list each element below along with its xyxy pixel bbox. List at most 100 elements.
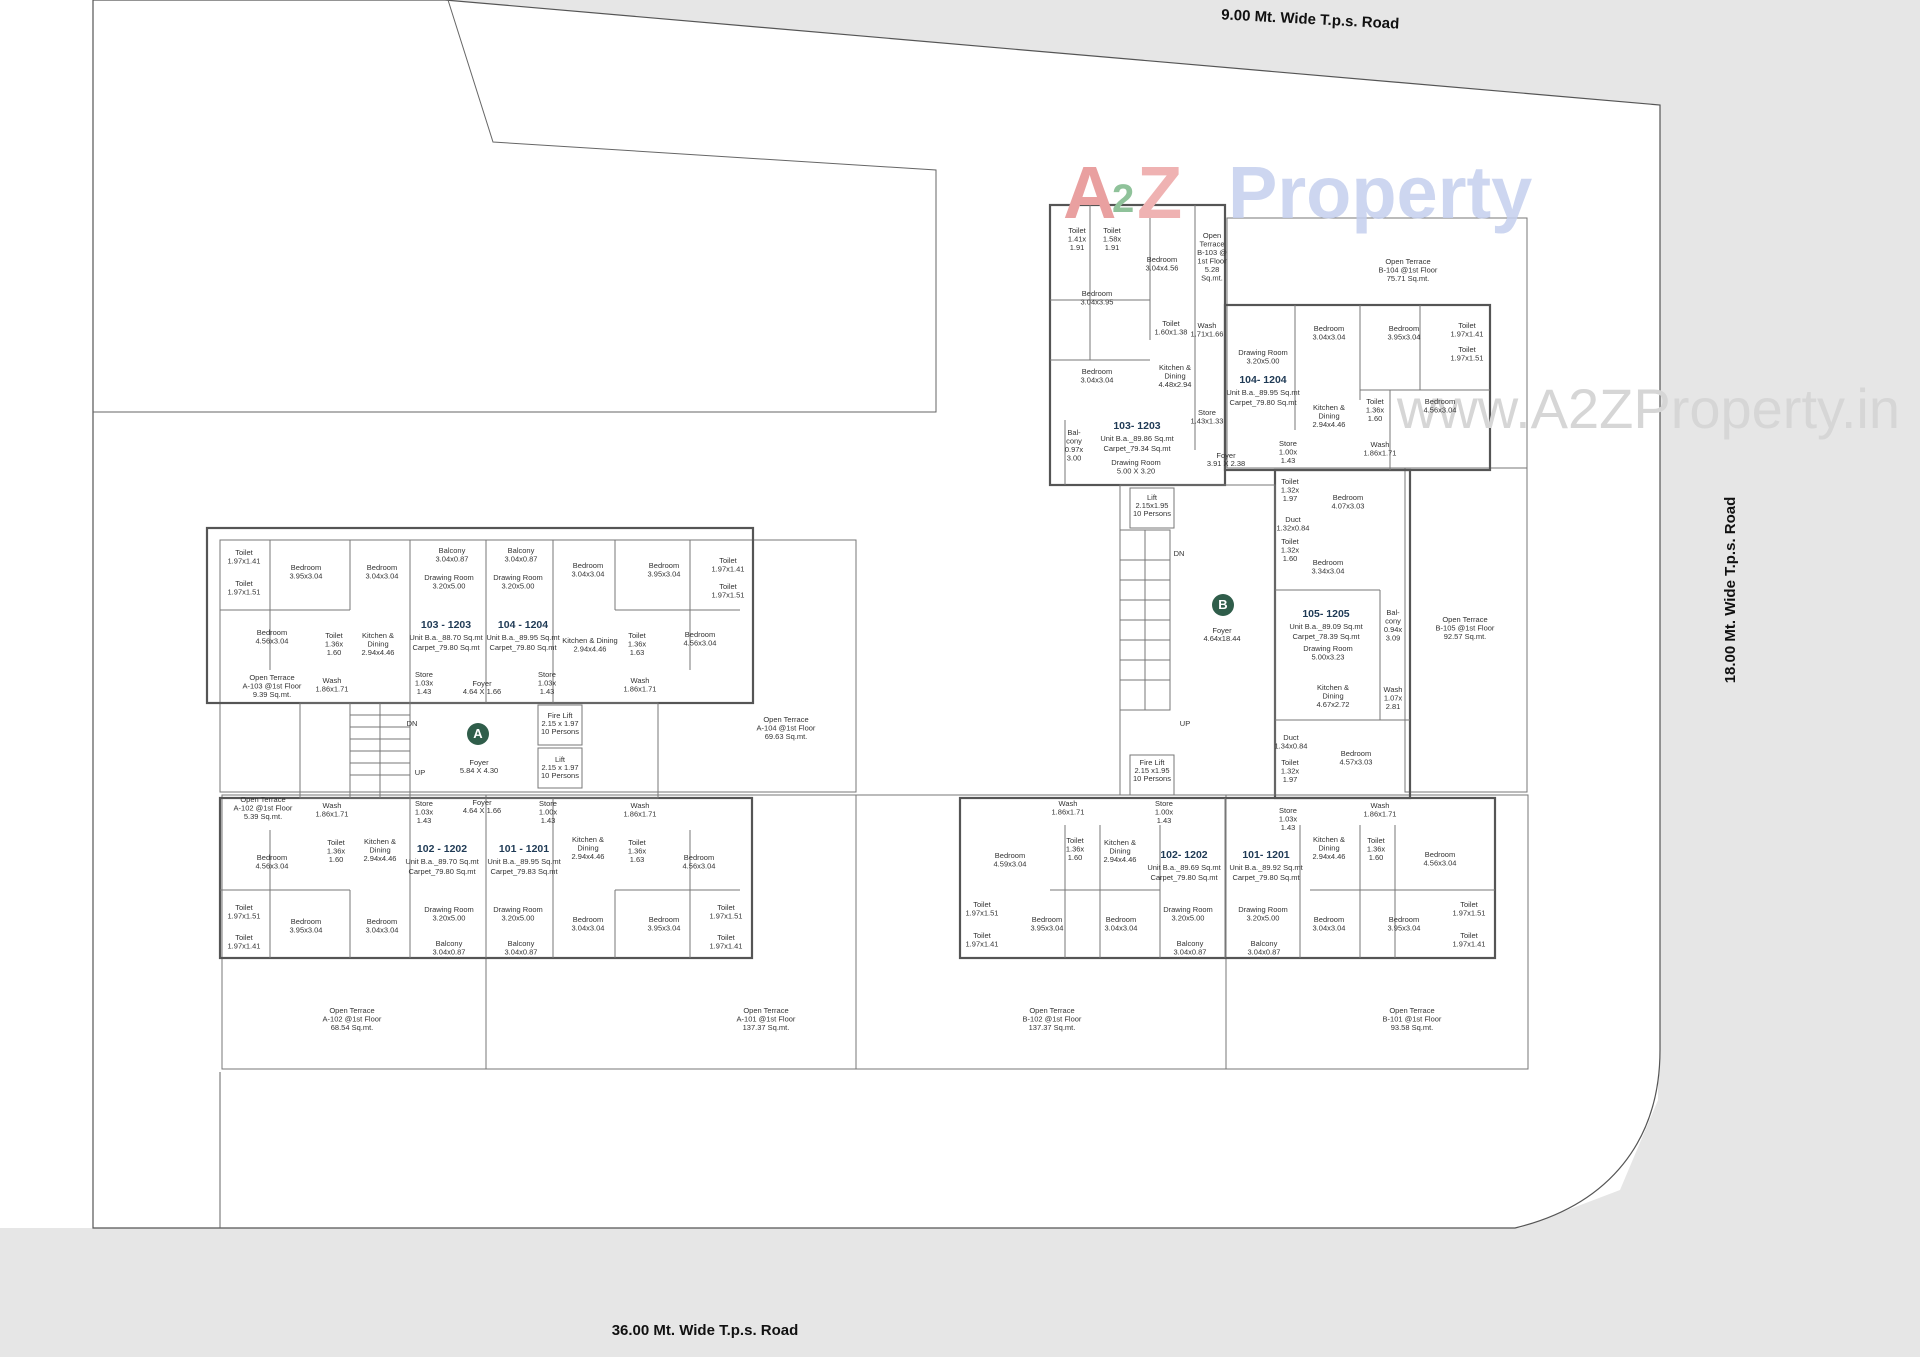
fire-lift-a-dim: 2.15 x 1.97: [541, 719, 578, 728]
terrace-b105-name: Open Terrace: [1442, 615, 1487, 624]
unit-a-102-1202-title: 102 - 1202: [417, 843, 467, 855]
terrace-b103-l2: B-103 @: [1197, 248, 1227, 257]
room-b-tl_j-line3: 1.60: [1068, 853, 1083, 862]
unit-a-101-1201-title: 101 - 1201: [499, 843, 549, 855]
room-b-tl_j-line2: 1.36x: [1066, 845, 1085, 854]
fire-lift-a-label: Fire Lift: [547, 711, 573, 720]
room-a-st2-line1: Store: [538, 670, 556, 679]
room-a-dr1-line2: 3.20x5.00: [433, 582, 466, 591]
room-b-dr_b-line2: 3.20x5.00: [1247, 357, 1280, 366]
unit-b-105-1205-title: 105- 1205: [1302, 608, 1349, 620]
room-b-tl_d-line1: Toilet: [1458, 321, 1476, 330]
terrace-a101-l2: 137.37 Sq.mt.: [743, 1023, 790, 1032]
terrace-b104-name: Open Terrace: [1385, 257, 1430, 266]
terrace-a102-name: Open Terrace: [240, 795, 285, 804]
room-a-tl6-line3: 1.63: [630, 648, 645, 657]
unit-b-104-1204-carpet: Carpet_79.80 Sq.mt: [1229, 398, 1297, 407]
terrace-b101-l1: B-101 @1st Floor: [1383, 1015, 1442, 1024]
room-b-tl_h-line1: Toilet: [1281, 537, 1299, 546]
room-b-bed_j-line2: 4.59x3.04: [994, 860, 1027, 869]
stair-a-treads: [350, 703, 410, 798]
room-a-st1-line2: 1.03x: [415, 679, 434, 688]
room-b-bal_c-line1: Balcony: [1177, 939, 1204, 948]
room-a-bed7-line2: 4.56x3.04: [256, 862, 289, 871]
fire-lift-b: [1129, 754, 1175, 796]
lift-b-dim: 2.15x1.95: [1136, 501, 1169, 510]
room-b-tl_i-line2: 1.32x: [1281, 767, 1300, 776]
terrace-a104-name: Open Terrace: [763, 715, 808, 724]
unit-a-102-1202-carpet: Carpet_79.80 Sq.mt: [408, 867, 476, 876]
room-a-bal4-line2: 3.04x0.87: [505, 948, 538, 957]
terrace-b102-l2: 137.37 Sq.mt.: [1029, 1023, 1076, 1032]
room-a-tl3-line3: 1.60: [327, 648, 342, 657]
room-b-tl_i-line3: 1.97: [1283, 775, 1298, 784]
room-b-bed_c-line1: Bedroom: [1082, 367, 1112, 376]
room-b-bal_b-line1: Bal-: [1386, 608, 1400, 617]
room-a-bed5-line2: 3.95x3.04: [648, 570, 681, 579]
room-b-bal_b-line3: 0.94x: [1384, 625, 1403, 634]
room-b-bed_h-line2: 3.34x3.04: [1312, 567, 1345, 576]
room-b-tl_f-line2: 1.36x: [1366, 406, 1385, 415]
unit-a-101-1201-carpet: Carpet_79.83 Sq.mt: [490, 867, 558, 876]
room-b-dct_b-line1: Duct: [1283, 733, 1299, 742]
room-b-tl_o-line1: Toilet: [1460, 931, 1478, 940]
room-a-st4-line1: Store: [539, 799, 557, 808]
room-a-bal2-line1: Balcony: [508, 546, 535, 555]
room-b-wa_e-line1: Wash: [1371, 801, 1390, 810]
room-b-wa_a-line1: Wash: [1198, 321, 1217, 330]
room-b-kd_e-line1: Kitchen &: [1313, 835, 1345, 844]
lift-a: [537, 747, 583, 789]
room-a-kd1-line2: Dining: [367, 640, 388, 649]
room-a-dr2-line2: 3.20x5.00: [502, 582, 535, 591]
terrace-b102-l1: B-102 @1st Floor: [1023, 1015, 1082, 1024]
terrace-a104-area: [219, 539, 857, 793]
room-a-bed10-line1: Bedroom: [573, 915, 603, 924]
room-a-tl1-line2: 1.97x1.41: [228, 557, 261, 566]
lift-b: [1129, 487, 1175, 529]
room-a-bed6-line2: 4.56x3.04: [684, 639, 717, 648]
foyer-a-1: Foyer: [472, 679, 492, 688]
lift-b-label: Lift: [1147, 493, 1158, 502]
room-b-wa_d-line2: 1.86x1.71: [1052, 808, 1085, 817]
terrace-a103-l2: 9.39 Sq.mt.: [253, 690, 291, 699]
room-a-bed2-line1: Bedroom: [367, 563, 397, 572]
unit-a-103-1203-title: 103 - 1203: [421, 619, 471, 631]
room-a-dr2-line1: Drawing Room: [493, 573, 543, 582]
room-b-kd_a-line1: Kitchen &: [1159, 363, 1191, 372]
room-a-st4-line3: 1.43: [541, 816, 556, 825]
room-b-dr_a-line1: Drawing Room: [1111, 458, 1161, 467]
fire-lift-b-dim: 2.15 x1.95: [1134, 766, 1169, 775]
room-b-wa_b-line2: 1.86x1.71: [1364, 449, 1397, 458]
room-b-kd_a-line2: Dining: [1164, 372, 1185, 381]
room-a-kd1-line3: 2.94x4.46: [362, 648, 395, 657]
room-b-tl_e-line1: Toilet: [1458, 345, 1476, 354]
room-b-tl_e-line2: 1.97x1.51: [1451, 354, 1484, 363]
room-b-tl_k-line3: 1.60: [1369, 853, 1384, 862]
room-a-st3-line2: 1.03x: [415, 808, 434, 817]
room-a-bal3-line1: Balcony: [436, 939, 463, 948]
room-a-kd3-line1: Kitchen &: [364, 837, 396, 846]
unit-b-102-1202-carpet: Carpet_79.80 Sq.mt: [1150, 873, 1218, 882]
room-b-wa_a-line2: 1.71x1.66: [1191, 330, 1224, 339]
room-b-dr_e-line2: 3.20x5.00: [1247, 914, 1280, 923]
room-b-kd_c-line1: Kitchen &: [1317, 683, 1349, 692]
terrace-b103-l3: 1st Floor: [1197, 257, 1227, 266]
unit-a-102-1202-built-area: Unit B.a._89.70 Sq.mt: [405, 857, 479, 866]
room-b-dr_d-line1: Drawing Room: [1163, 905, 1213, 914]
unit-b-105-1205-carpet: Carpet_78.39 Sq.mt: [1292, 632, 1360, 641]
room-a-st2-line3: 1.43: [540, 687, 555, 696]
room-a-tl4-line2: 1.97x1.41: [712, 565, 745, 574]
room-a-kd2-line2: 2.94x4.46: [574, 645, 607, 654]
bottom-road: [0, 1228, 1920, 1357]
terrace-b104-l1: B-104 @1st Floor: [1379, 266, 1438, 275]
foyer-a-2: Foyer: [469, 758, 489, 767]
room-b-tl_n-line2: 1.97x1.51: [1453, 909, 1486, 918]
room-a-bed11-line1: Bedroom: [649, 915, 679, 924]
room-a-tl6-line2: 1.36x: [628, 640, 647, 649]
room-a-bed2-line2: 3.04x3.04: [366, 572, 399, 581]
room-b-kd_b-line3: 2.94x4.46: [1313, 420, 1346, 429]
fire-lift-a: [537, 704, 583, 746]
wing-a-partitions: [220, 540, 740, 958]
